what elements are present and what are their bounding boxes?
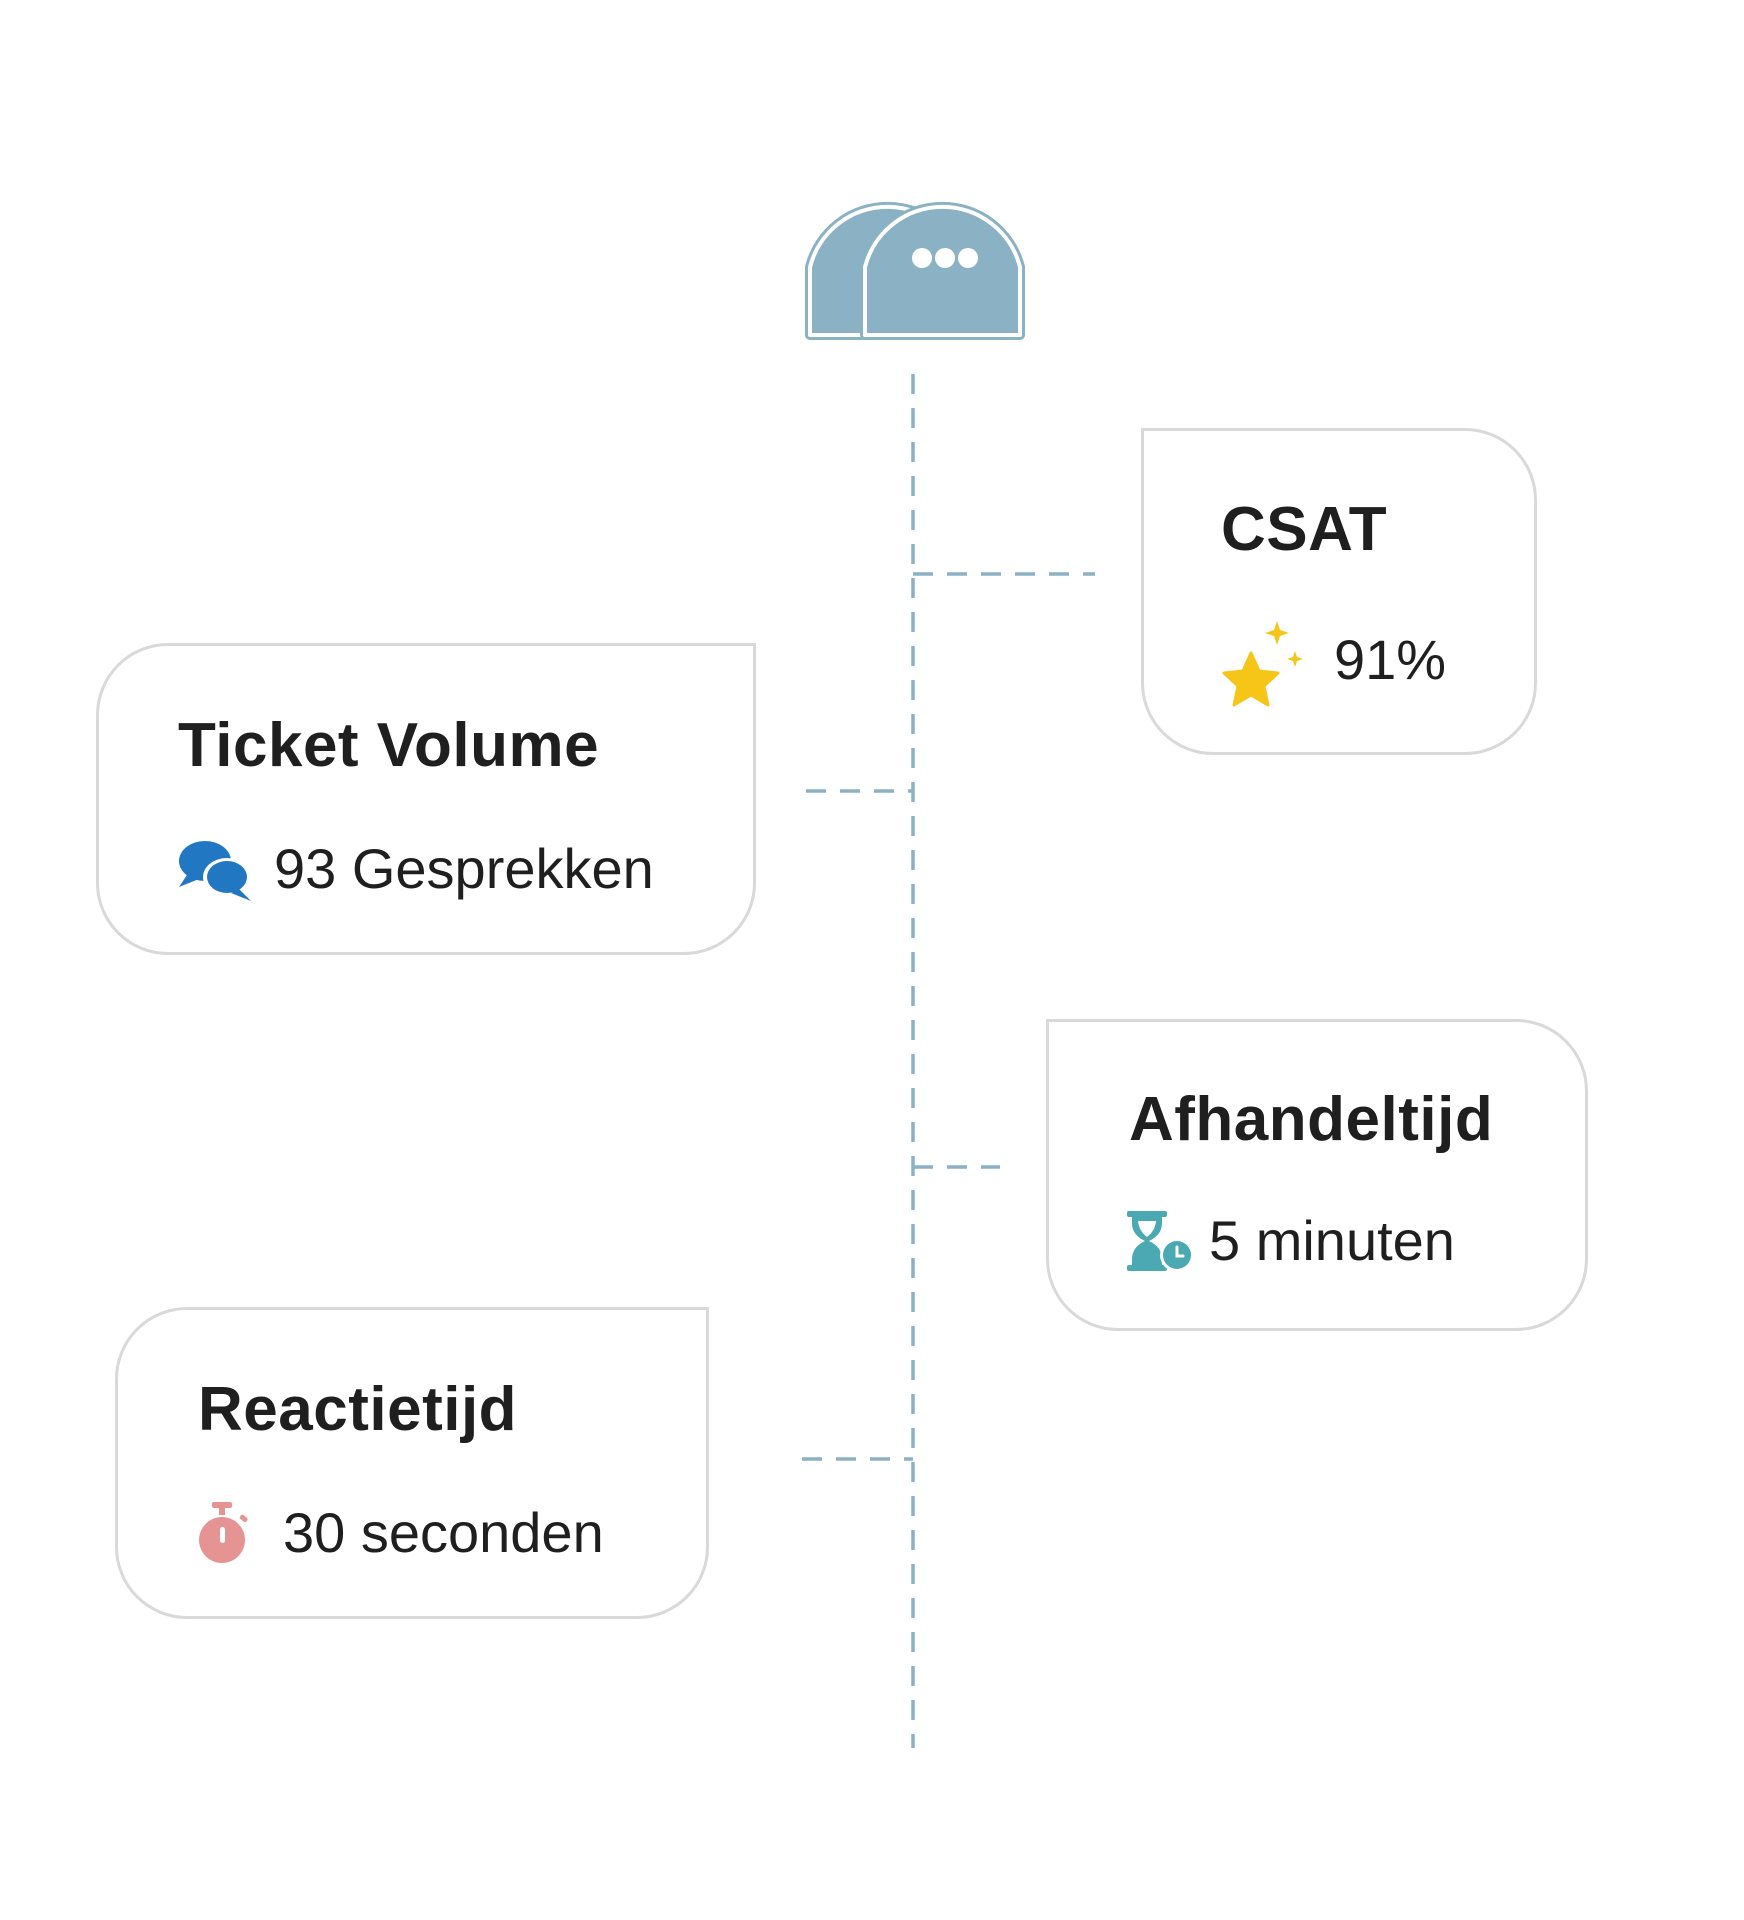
sparkle-star-icon <box>1222 621 1303 707</box>
afhandeltijd-card: Afhandeltijd 5 minuten <box>1046 1019 1588 1331</box>
csat-title: CSAT <box>1221 495 1388 564</box>
stopwatch-icon <box>199 1502 248 1563</box>
ticket-volume-title: Ticket Volume <box>178 711 600 780</box>
reactietijd-title: Reactietijd <box>198 1375 518 1444</box>
ticket-volume-value: 93 Gesprekken <box>274 837 654 900</box>
ticket-volume-card: Ticket Volume 93 Gesprekken <box>96 643 756 955</box>
csat-value: 91% <box>1334 628 1447 691</box>
afhandeltijd-title: Afhandeltijd <box>1129 1085 1494 1154</box>
afhandeltijd-value: 5 minuten <box>1209 1209 1455 1272</box>
chat-bubbles-icon <box>179 841 251 901</box>
chat-bubbles-logo-icon <box>805 201 1025 340</box>
csat-card: CSAT 91% <box>1141 428 1537 755</box>
hourglass-clock-icon <box>1127 1211 1194 1272</box>
reactietijd-value: 30 seconden <box>283 1501 604 1564</box>
reactietijd-card: Reactietijd 30 seconden <box>115 1307 709 1619</box>
